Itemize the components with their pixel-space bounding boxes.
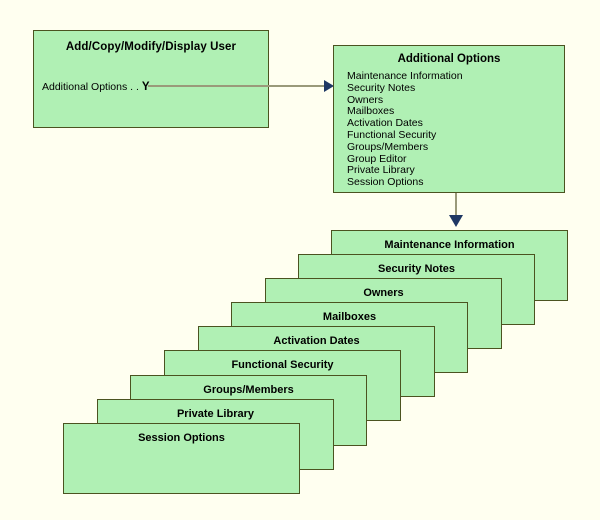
down-arrow-icon: [449, 215, 463, 227]
additional-options-list: Maintenance Information Security Notes O…: [347, 70, 463, 189]
list-item: Owners: [347, 93, 384, 106]
screen-box-add-copy-modify-display-user: Add/Copy/Modify/Display User Additional …: [33, 30, 269, 128]
additional-options-box: Additional Options Maintenance Informati…: [333, 45, 565, 193]
list-item: Functional Security: [347, 128, 437, 141]
right-arrow-icon: [324, 80, 334, 92]
stack-box-label: Groups/Members: [203, 384, 294, 396]
stack-box-label: Private Library: [176, 408, 255, 420]
stack-box-label: Maintenance Information: [384, 239, 515, 251]
additional-options-field-value: Y: [141, 81, 150, 93]
additional-options-field: Additional Options . . Y: [42, 81, 149, 93]
screen-box-title: Add/Copy/Modify/Display User: [65, 41, 237, 53]
list-item: Maintenance Information: [347, 70, 463, 82]
list-item: Mailboxes: [347, 105, 395, 118]
list-item: Session Options: [347, 176, 424, 189]
stack-box-label: Security Notes: [377, 263, 456, 275]
stack-box: Session Options: [63, 423, 300, 494]
stack-box-label: Activation Dates: [273, 335, 360, 347]
stack-box-label: Functional Security: [231, 359, 334, 371]
stack-box-label: Mailboxes: [322, 311, 377, 323]
horizontal-connector-line: [148, 85, 326, 87]
additional-options-title: Additional Options: [397, 53, 501, 65]
list-item: Activation Dates: [347, 117, 423, 130]
vertical-connector-line: [455, 193, 457, 218]
additional-options-field-label: Additional Options . .: [42, 81, 139, 93]
stack-box-label: Owners: [363, 287, 404, 299]
list-item: Group Editor: [347, 152, 407, 165]
stack-box-label: Session Options: [138, 432, 225, 444]
list-item: Security Notes: [347, 81, 416, 94]
list-item: Private Library: [347, 164, 415, 177]
list-item: Groups/Members: [347, 140, 429, 153]
